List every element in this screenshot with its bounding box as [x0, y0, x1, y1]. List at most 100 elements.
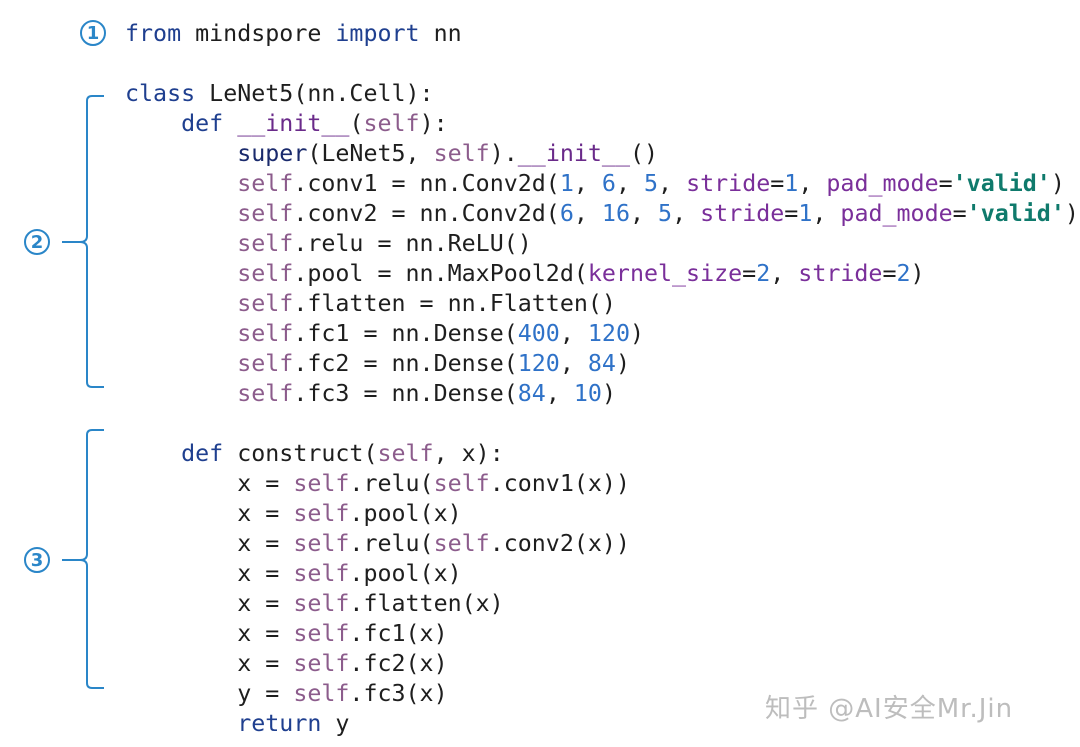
code-token-plain: =	[952, 200, 967, 227]
code-token-kw: def	[181, 440, 224, 467]
step-marker-3: 3	[24, 547, 50, 573]
code-token-num: 1	[559, 170, 574, 197]
code-token-plain	[125, 380, 237, 407]
code-token-plain	[125, 260, 237, 287]
code-token-plain: nn	[419, 20, 462, 47]
code-token-kw: def	[181, 110, 224, 137]
code-token-plain: x =	[125, 650, 294, 677]
code-token-plain: .pool = nn.MaxPool2d(	[293, 260, 588, 287]
code-token-kw: from	[125, 20, 182, 47]
code-token-plain	[125, 110, 181, 137]
code-token-self: self	[293, 650, 350, 677]
code-token-plain	[125, 200, 237, 227]
code-token-self: self	[237, 170, 294, 197]
code-token-plain: =	[770, 170, 785, 197]
code-token-plain: ,	[812, 200, 841, 227]
code-token-num: 16	[601, 200, 630, 227]
code-token-plain: .flatten(x)	[349, 590, 504, 617]
code-token-plain: x =	[125, 470, 294, 497]
code-token-plain: =	[742, 260, 757, 287]
code-line: self.pool = nn.MaxPool2d(kernel_size=2, …	[125, 259, 1079, 289]
code-token-kwarg: stride	[686, 170, 771, 197]
step-marker-2: 2	[24, 229, 50, 255]
code-token-self: self	[293, 530, 350, 557]
code-token-kwarg: pad_mode	[840, 200, 953, 227]
code-line: self.fc1 = nn.Dense(400, 120)	[125, 319, 1079, 349]
code-token-plain: mindspore	[181, 20, 336, 47]
code-token-self: self	[237, 290, 294, 317]
code-token-kw: import	[335, 20, 420, 47]
code-token-plain: .conv2(x))	[489, 530, 630, 557]
code-line: self.flatten = nn.Flatten()	[125, 289, 1079, 319]
code-line: def __init__(self):	[125, 109, 1079, 139]
code-token-plain: x =	[125, 560, 294, 587]
code-token-num: 1	[798, 200, 813, 227]
code-token-num: 2	[756, 260, 771, 287]
code-line: x = self.fc1(x)	[125, 619, 1079, 649]
code-token-self: self	[237, 380, 294, 407]
code-line: x = self.fc2(x)	[125, 649, 1079, 679]
code-token-plain: )	[601, 380, 616, 407]
code-token-self: self	[237, 260, 294, 287]
code-token-plain: .conv1 = nn.Conv2d(	[293, 170, 560, 197]
code-token-kwarg: stride	[798, 260, 883, 287]
code-token-self: self	[293, 620, 350, 647]
code-token-plain: =	[784, 200, 799, 227]
code-line: self.conv1 = nn.Conv2d(1, 6, 5, stride=1…	[125, 169, 1079, 199]
code-line: from mindspore import nn	[125, 19, 1079, 49]
code-token-self: self	[433, 530, 490, 557]
code-token-self: self	[293, 560, 350, 587]
code-token-plain: )	[1064, 200, 1079, 227]
code-token-plain: y =	[125, 680, 294, 707]
bracket-construct-section	[62, 429, 104, 689]
code-token-plain: ,	[545, 380, 574, 407]
code-token-plain: x =	[125, 500, 294, 527]
code-token-plain: construct(	[223, 440, 378, 467]
code-token-num: 5	[644, 170, 659, 197]
code-token-plain: .fc2 = nn.Dense(	[293, 350, 518, 377]
code-token-plain: ,	[629, 200, 659, 227]
code-token-str: 'valid'	[952, 170, 1051, 197]
code-token-plain: =	[882, 260, 897, 287]
code-line: super(LeNet5, self).__init__()	[125, 139, 1079, 169]
code-token-dunder: __init__	[237, 110, 350, 137]
code-token-plain: .relu(	[349, 470, 434, 497]
code-token-plain: ).	[489, 140, 518, 167]
code-token-self: self	[293, 680, 350, 707]
code-token-plain: ,	[573, 170, 602, 197]
code-token-plain	[223, 110, 237, 137]
code-token-num: 120	[517, 350, 560, 377]
code-token-plain: )	[1050, 170, 1065, 197]
code-token-num: 84	[587, 350, 616, 377]
code-token-num: 400	[517, 320, 560, 347]
code-token-plain: ,	[573, 200, 602, 227]
code-token-plain: .pool(x)	[349, 500, 462, 527]
code-token-plain	[125, 230, 237, 257]
code-token-plain: )	[629, 320, 644, 347]
code-token-plain	[125, 440, 181, 467]
code-line: x = self.relu(self.conv2(x))	[125, 529, 1079, 559]
code-token-plain: ,	[559, 320, 588, 347]
code-token-plain: ):	[419, 110, 448, 137]
code-token-self: self	[293, 590, 350, 617]
code-token-plain: )	[910, 260, 925, 287]
watermark: 知乎 @AI安全Mr.Jin	[765, 694, 1014, 724]
code-line: self.fc2 = nn.Dense(120, 84)	[125, 349, 1079, 379]
code-line: x = self.relu(self.conv1(x))	[125, 469, 1079, 499]
code-token-self: self	[237, 230, 294, 257]
code-token-self: self	[293, 470, 350, 497]
code-token-plain: =	[938, 170, 953, 197]
code-token-num: 1	[784, 170, 799, 197]
code-line: return y	[125, 709, 1079, 739]
code-token-num: 10	[573, 380, 602, 407]
code-token-plain: LeNet5(nn.Cell):	[195, 80, 434, 107]
code-token-plain: x =	[125, 590, 294, 617]
code-token-self: self	[433, 140, 490, 167]
code-token-plain	[125, 290, 237, 317]
code-token-self: self	[433, 470, 490, 497]
code-token-self: self	[237, 350, 294, 377]
code-line: x = self.pool(x)	[125, 499, 1079, 529]
code-token-plain: .conv1(x))	[489, 470, 630, 497]
code-line	[125, 409, 1079, 439]
